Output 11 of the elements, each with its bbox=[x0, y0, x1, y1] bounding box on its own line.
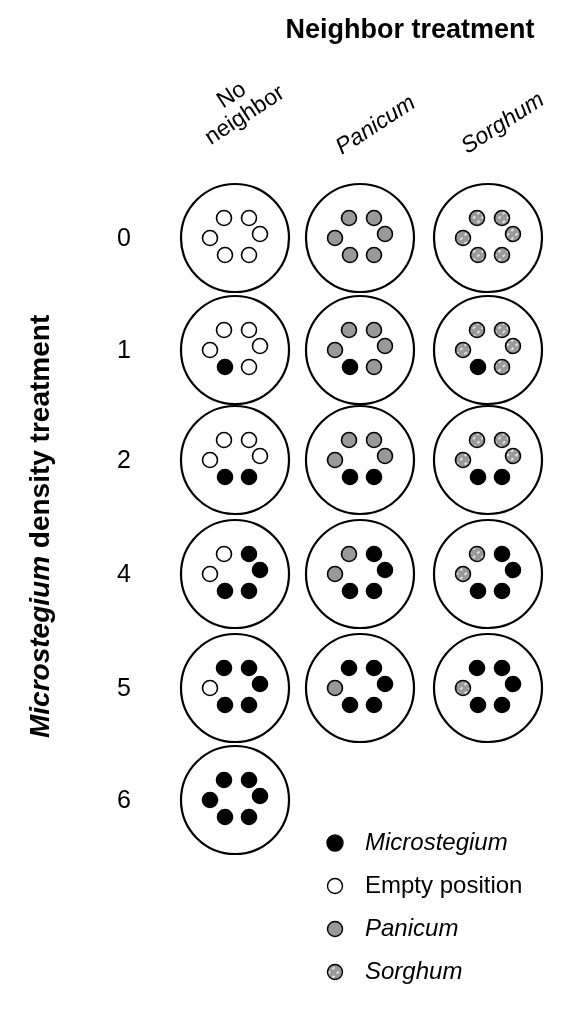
chart-title: Neighbor treatment bbox=[284, 14, 536, 45]
legend-label: Sorghum bbox=[365, 957, 463, 985]
row-label: 0 bbox=[116, 223, 132, 252]
row-label: 5 bbox=[116, 673, 132, 702]
row-label: 4 bbox=[116, 559, 132, 588]
row-label: 2 bbox=[116, 445, 132, 474]
legend-label: Microstegium bbox=[365, 828, 508, 856]
legend-label: Panicum bbox=[365, 914, 459, 942]
row-label: 6 bbox=[116, 785, 132, 814]
legend-label: Empty position bbox=[365, 871, 523, 899]
row-label: 1 bbox=[116, 335, 132, 364]
